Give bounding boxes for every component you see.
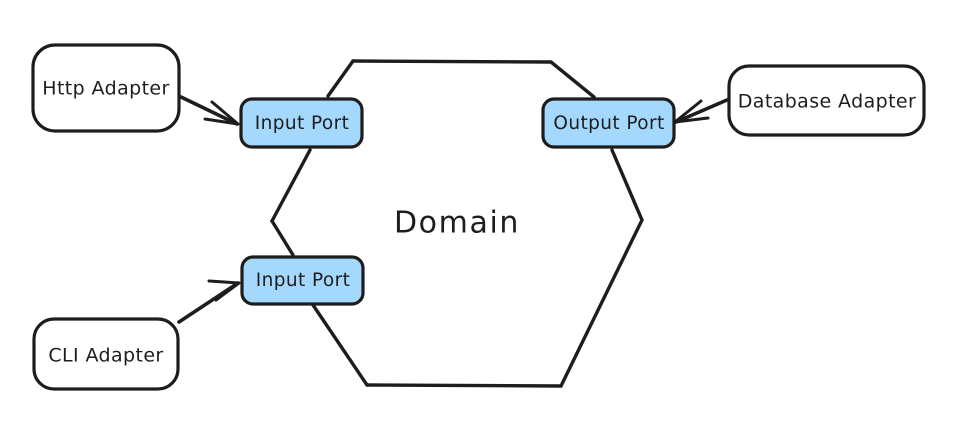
http-to-input-line (179, 95, 239, 126)
node-input-port-bottom[interactable]: Input Port (240, 255, 365, 306)
cli-adapter-label: CLI Adapter (48, 345, 163, 367)
input-port-bottom-label: Input Port (256, 270, 350, 291)
output-port-box (541, 97, 676, 149)
hexagon-edge-lower-right (559, 218, 644, 388)
database-to-output-line (674, 98, 729, 124)
database-adapter-box (727, 64, 926, 137)
node-http-adapter[interactable]: Http Adapter (31, 43, 181, 133)
cli-to-input-arrowhead (207, 279, 241, 302)
http-adapter-label: Http Adapter (42, 78, 169, 100)
hexagon-edge-lower-left-lower (311, 303, 369, 387)
connection-http-to-input-port[interactable] (179, 95, 240, 126)
hexagon-edge-upper-right-lower (610, 148, 644, 222)
domain-label: Domain (394, 206, 520, 241)
domain-hexagon (270, 59, 644, 388)
input-port-top-label: Input Port (255, 113, 349, 134)
node-database-adapter[interactable]: Database Adapter (727, 64, 926, 137)
hexagon-edge-upper-right-upper (549, 60, 596, 99)
database-adapter-label: Database Adapter (738, 91, 916, 113)
node-cli-adapter[interactable]: CLI Adapter (32, 317, 180, 391)
cli-adapter-box (32, 317, 180, 391)
http-adapter-box (31, 43, 181, 133)
node-output-port[interactable]: Output Port (541, 97, 676, 149)
http-to-input-arrowhead (203, 100, 240, 126)
hexagon-edge-top-left (326, 59, 355, 98)
hexagon-edge-bottom (365, 383, 563, 388)
input-port-bottom-box (240, 255, 365, 306)
connection-database-to-output-port[interactable] (673, 98, 729, 124)
hexagon-edge-lower-left-upper (270, 219, 295, 257)
output-port-label: Output Port (553, 113, 664, 134)
node-input-port-top[interactable]: Input Port (239, 97, 364, 149)
hexagon-edge-upper-left-lower (270, 148, 312, 223)
connection-cli-to-input-port[interactable] (177, 279, 241, 324)
hexagon-edge-top (351, 59, 553, 64)
input-port-top-box (239, 97, 364, 149)
